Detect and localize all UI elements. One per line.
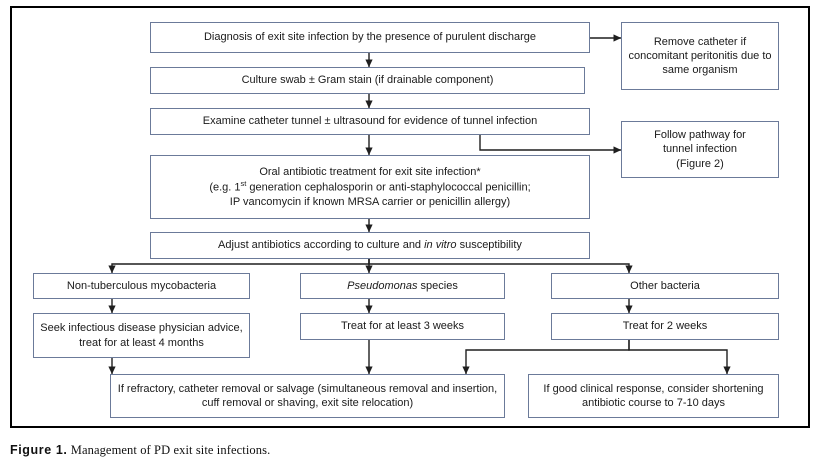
node-adjust-antibiotics-pre: Adjust antibiotics according to culture … (218, 239, 425, 252)
edge-adjust-to-non-tuberculous (108, 258, 370, 274)
node-seek-infectious-label: Seek infectious disease physician advice… (40, 322, 243, 349)
node-pseudomonas-rest: species (417, 279, 458, 292)
edge-adjust-to-other-bacteria (368, 258, 633, 274)
node-examine-tunnel-label: Examine catheter tunnel ± ultrasound for… (202, 115, 538, 128)
node-oral-antibiotic[interactable]: Oral antibiotic treatment for exit site … (150, 155, 590, 219)
node-oral-antibiotic-sup: st (240, 179, 247, 189)
node-seek-infectious[interactable]: Seek infectious disease physician advice… (33, 313, 250, 358)
node-other-bacteria-label: Other bacteria (630, 279, 700, 292)
node-examine-tunnel[interactable]: Examine catheter tunnel ± ultrasound for… (150, 108, 590, 135)
node-follow-pathway[interactable]: Follow pathway for tunnel infection (Fig… (621, 121, 779, 178)
node-if-good-response-label: If good clinical response, consider shor… (543, 382, 764, 409)
node-oral-antibiotic-line2b: generation cephalosporin or anti-staphyl… (246, 181, 531, 194)
node-if-refractory[interactable]: If refractory, catheter removal or salva… (110, 374, 505, 418)
node-culture-swab-label: Culture swab ± Gram stain (if drainable … (241, 74, 494, 87)
node-follow-pathway-line1: Follow pathway for (654, 129, 746, 142)
figure-caption: Figure 1. Management of PD exit site inf… (10, 443, 270, 458)
edge-examine-to-follow-pathway (479, 134, 622, 154)
node-culture-swab[interactable]: Culture swab ± Gram stain (if drainable … (150, 67, 585, 94)
node-follow-pathway-line3: (Figure 2) (676, 157, 724, 170)
node-non-tuberculous-label: Non-tuberculous mycobacteria (66, 279, 217, 292)
edge-treat2-to-good-response (628, 340, 731, 375)
node-adjust-antibiotics-italic: in vitro (424, 239, 457, 252)
figure-caption-text: Management of PD exit site infections. (67, 443, 271, 457)
figure-caption-label: Figure 1. (10, 443, 68, 457)
node-if-refractory-label: If refractory, catheter removal or salva… (117, 382, 498, 409)
node-diagnosis-label: Diagnosis of exit site infection by the … (203, 31, 537, 44)
node-if-good-response[interactable]: If good clinical response, consider shor… (528, 374, 779, 418)
node-oral-antibiotic-line2a: (e.g. 1 (209, 181, 241, 194)
node-oral-antibiotic-line3: IP vancomycin if known MRSA carrier or p… (229, 195, 511, 208)
flowchart-connectors (108, 34, 731, 375)
node-treat-2-weeks[interactable]: Treat for 2 weeks (551, 313, 779, 340)
node-remove-catheter-label: Remove catheter if concomitant peritonit… (628, 35, 772, 77)
node-pseudomonas-italic: Pseudomonas (347, 279, 418, 292)
node-diagnosis[interactable]: Diagnosis of exit site infection by the … (150, 22, 590, 53)
node-remove-catheter[interactable]: Remove catheter if concomitant peritonit… (621, 22, 779, 90)
node-adjust-antibiotics-post: susceptibility (456, 239, 522, 252)
node-treat-2-weeks-label: Treat for 2 weeks (622, 320, 708, 333)
node-treat-3-weeks[interactable]: Treat for at least 3 weeks (300, 313, 505, 340)
node-other-bacteria[interactable]: Other bacteria (551, 273, 779, 299)
node-oral-antibiotic-line1: Oral antibiotic treatment for exit site … (259, 166, 481, 179)
node-pseudomonas[interactable]: Pseudomonas species (300, 273, 505, 299)
node-treat-3-weeks-label: Treat for at least 3 weeks (340, 320, 465, 333)
edge-treat2-to-refractory (462, 340, 630, 375)
node-non-tuberculous[interactable]: Non-tuberculous mycobacteria (33, 273, 250, 299)
node-adjust-antibiotics[interactable]: Adjust antibiotics according to culture … (150, 232, 590, 259)
node-follow-pathway-line2: tunnel infection (663, 143, 737, 156)
